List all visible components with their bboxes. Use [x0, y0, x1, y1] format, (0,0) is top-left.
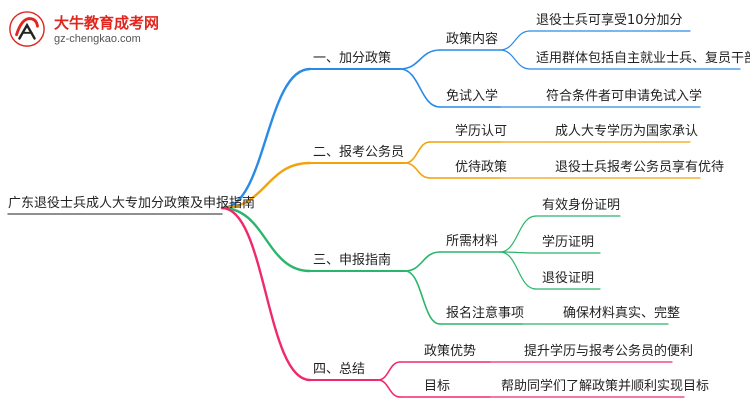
branch-connector — [220, 161, 312, 210]
sub-connector — [377, 379, 401, 398]
leaf-label: 有效身份证明 — [542, 198, 621, 213]
logo-url: gz-chengkao.com — [54, 33, 141, 45]
branch-connector — [220, 206, 312, 273]
sub-connector — [377, 361, 401, 381]
leaf-label: 帮助同学们了解政策并顺利实现目标 — [501, 379, 710, 394]
branch-4-sub-1-label: 政策优势 — [424, 344, 477, 359]
branch-2-sub-1-label: 学历认可 — [455, 124, 508, 139]
logo-mark-icon — [9, 11, 45, 47]
logo-name: 大牛教育成考网 — [54, 14, 160, 32]
sub-connector — [404, 141, 431, 164]
branch-connector — [220, 206, 312, 382]
leaf-label: 适用群体包括自主就业士兵、复员干部等 — [536, 51, 750, 66]
leaf-label: 学历证明 — [542, 235, 595, 250]
branch-3-sub-2-label: 报名注意事项 — [446, 306, 525, 321]
branch-1-sub-1-label: 政策内容 — [446, 32, 499, 47]
branch-3-sub-1-label: 所需材料 — [446, 234, 499, 249]
leaf-connector — [499, 251, 537, 254]
leaf-label: 确保材料真实、完整 — [563, 306, 681, 321]
branch-3-label: 三、申报指南 — [313, 253, 392, 268]
branch-1-sub-2-label: 免试入学 — [446, 89, 499, 104]
branch-2-sub-2-label: 优待政策 — [455, 160, 508, 175]
leaf-label: 退役证明 — [542, 271, 595, 286]
leaf-label: 成人大专学历为国家承认 — [555, 124, 699, 139]
branch-4-label: 四、总结 — [313, 362, 366, 377]
leaf-connector — [499, 49, 531, 70]
leaf-label: 退役士兵可享受10分加分 — [536, 13, 683, 28]
branch-connector — [220, 67, 312, 210]
leaf-label: 提升学历与报考公务员的便利 — [524, 344, 694, 359]
sub-connector — [404, 251, 441, 272]
root-node-label: 广东退役士兵成人大专加分政策及申报指南 — [8, 196, 256, 211]
leaf-connector — [499, 215, 537, 253]
leaf-connector — [499, 251, 537, 290]
leaf-connector — [499, 30, 531, 51]
sub-connector — [399, 49, 441, 70]
sub-connector — [404, 270, 441, 325]
site-logo: 大牛教育成考网 gz-chengkao.com — [6, 6, 186, 54]
branch-4-sub-2-label: 目标 — [424, 379, 451, 394]
branch-1-label: 一、加分政策 — [313, 51, 392, 66]
sub-connector — [399, 68, 441, 108]
leaf-label: 符合条件者可申请免试入学 — [546, 89, 703, 104]
sub-connector — [404, 162, 431, 179]
leaf-label: 退役士兵报考公务员享有优待 — [555, 160, 725, 175]
branch-2-label: 二、报考公务员 — [313, 145, 405, 160]
